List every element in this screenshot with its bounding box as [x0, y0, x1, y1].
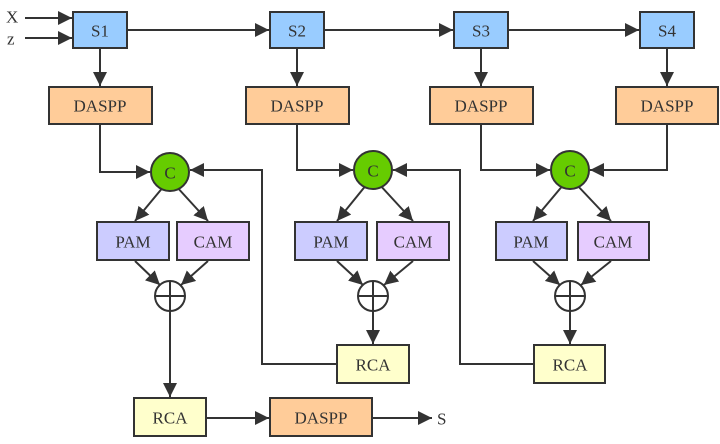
concat-1-label: C	[164, 164, 175, 183]
pam-2-label: PAM	[313, 233, 348, 252]
attention-block-3: C PAM CAM RCA	[495, 150, 650, 384]
daspp-3-box	[429, 86, 534, 125]
daspp-4-box	[615, 86, 719, 125]
daspp3-to-c3-arrow	[480, 124, 550, 177]
pam-1-box	[96, 221, 170, 261]
wires	[25, 11, 674, 425]
pam-1-label: PAM	[115, 233, 150, 252]
daspp-1-box	[48, 86, 153, 125]
input-z-label: z	[7, 30, 15, 49]
daspp-4-label: DASPP	[641, 97, 694, 116]
concat-2-label: C	[367, 162, 378, 181]
daspp-2-box	[245, 86, 350, 125]
stage-s2: S2	[269, 11, 325, 49]
daspp-2-label: DASPP	[271, 97, 324, 116]
concat-node-1	[150, 152, 190, 192]
pam-to-add1-arrow	[134, 260, 161, 286]
rca-3-box	[533, 344, 606, 384]
c3-to-cam-arrow	[575, 183, 612, 222]
cam-to-add2-arrow	[383, 260, 414, 286]
c2-to-cam-arrow	[378, 183, 414, 222]
attention-block-1: C PAM CAM	[96, 152, 250, 312]
stage-s1-box	[72, 11, 128, 49]
cam-to-add1-arrow	[180, 260, 209, 286]
stage-s4-box	[639, 11, 695, 49]
stage-s2-label: S2	[288, 22, 306, 41]
c1-to-pam-arrow	[134, 185, 165, 222]
input-x-label: X	[6, 8, 18, 27]
rca-3-label: RCA	[553, 356, 589, 375]
cam-2-label: CAM	[394, 233, 433, 252]
rca-2-label: RCA	[356, 356, 392, 375]
concat-node-3	[550, 150, 590, 190]
stage-s4-label: S4	[658, 22, 676, 41]
daspp-3: DASPP	[429, 86, 534, 125]
concat-node-2	[353, 150, 393, 190]
pam-3-label: PAM	[513, 233, 548, 252]
attention-block-2: C PAM CAM RCA	[294, 150, 450, 384]
c1-to-cam-arrow	[175, 185, 209, 222]
rca-2-box	[336, 344, 410, 384]
daspp1-to-c1-arrow	[99, 124, 150, 179]
cam-1-box	[176, 221, 250, 261]
daspp2-to-c2-arrow	[296, 124, 353, 177]
final-daspp-label: DASPP	[295, 409, 348, 428]
rca3-to-c2-arrow	[393, 163, 534, 365]
cam-3-label: CAM	[594, 233, 633, 252]
pam-2-box	[294, 221, 368, 261]
cam-3-box	[577, 221, 650, 261]
daspp-2: DASPP	[245, 86, 350, 125]
output-s-label: S	[437, 410, 446, 429]
daspp-1-label: DASPP	[74, 97, 127, 116]
concat-3-label: C	[564, 162, 575, 181]
stage-s1-label: S1	[91, 22, 109, 41]
stage-s4: S4	[639, 11, 695, 49]
pam-3-box	[495, 221, 568, 261]
stage-s3-label: S3	[472, 22, 490, 41]
daspp-4: DASPP	[615, 86, 719, 125]
rca2-to-c1-arrow	[190, 163, 337, 365]
stage-s3-box	[453, 11, 509, 49]
final-daspp-box	[269, 397, 373, 437]
add-icon-1	[154, 280, 186, 312]
rca-1-label: RCA	[153, 409, 189, 428]
output-chain: RCA DASPP	[133, 397, 373, 437]
rca-1-box	[133, 397, 207, 437]
daspp4-to-c3-arrow	[590, 124, 668, 177]
cam-2-box	[376, 221, 450, 261]
add-icon-2	[357, 280, 389, 312]
c2-to-pam-arrow	[336, 183, 368, 222]
pam-to-add2-arrow	[336, 260, 364, 286]
cam-1-label: CAM	[194, 233, 233, 252]
stage-s1: S1	[72, 11, 128, 49]
stage-s3: S3	[453, 11, 509, 49]
daspp-3-label: DASPP	[455, 97, 508, 116]
daspp-1: DASPP	[48, 86, 153, 125]
add-icon-3	[554, 280, 586, 312]
c3-to-pam-arrow	[532, 183, 565, 222]
cam-to-add3-arrow	[580, 260, 612, 286]
stage-s2-box	[269, 11, 325, 49]
pam-to-add3-arrow	[532, 260, 561, 286]
